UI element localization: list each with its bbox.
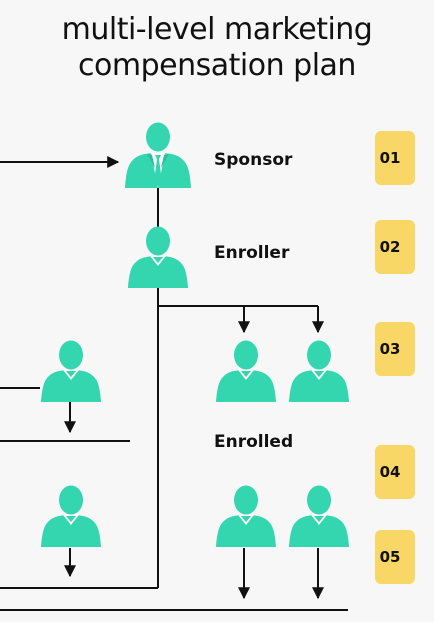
level3-member-right-person-icon (289, 340, 349, 402)
step-badge-02: 02 (375, 220, 415, 274)
title-line-2: compensation plan (78, 48, 356, 83)
step-badge-05: 05 (375, 530, 415, 584)
sponsor-label: Sponsor (214, 150, 293, 170)
step-badge-04: 04 (375, 445, 415, 499)
enrolled-label: Enrolled (214, 432, 294, 452)
enrolled-member-left-person-icon (216, 485, 276, 547)
enrolled-member-right-person-icon (289, 485, 349, 547)
level3-member-left-person-icon (216, 340, 276, 402)
title-line-1: multi-level marketing (61, 12, 373, 47)
left-member-person-icon (41, 340, 101, 402)
step-badge-03: 03 (375, 322, 415, 376)
enroller-person-icon (128, 226, 188, 288)
step-badge-01: 01 (375, 131, 415, 185)
left-bottom-member-person-icon (41, 485, 101, 547)
enroller-label: Enroller (214, 243, 290, 263)
diagram-title: multi-level marketing compensation plan (0, 12, 434, 84)
sponsor-businessman-icon (125, 122, 191, 188)
